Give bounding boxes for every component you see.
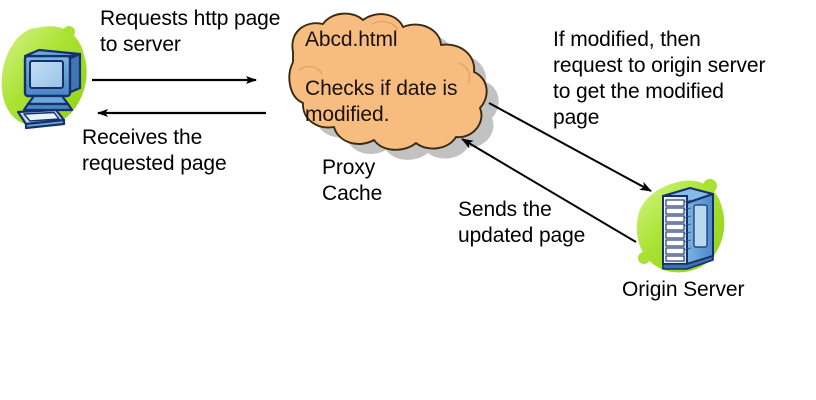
cloud-label-filename: Abcd.html — [305, 28, 398, 51]
label-origin-server: Origin Server — [622, 278, 745, 301]
label-receives-requested-page: Receives the requested page — [82, 126, 227, 175]
arrow-proxy-to-origin — [488, 102, 652, 192]
label-sends-updated-page: Sends the updated page — [458, 198, 586, 247]
label-proxy-cache: Proxy Cache — [322, 156, 383, 205]
server-rack-icon — [636, 179, 725, 273]
desktop-computer-icon — [1, 26, 87, 130]
cloud-icon — [288, 12, 499, 160]
arrow-origin-to-proxy — [461, 138, 637, 243]
cloud-label-checks-date: Checks if date is modified. — [305, 77, 458, 126]
label-if-modified-request-origin: If modified, then request to origin serv… — [553, 28, 766, 129]
label-requests-http-page: Requests http page to server — [100, 7, 281, 56]
